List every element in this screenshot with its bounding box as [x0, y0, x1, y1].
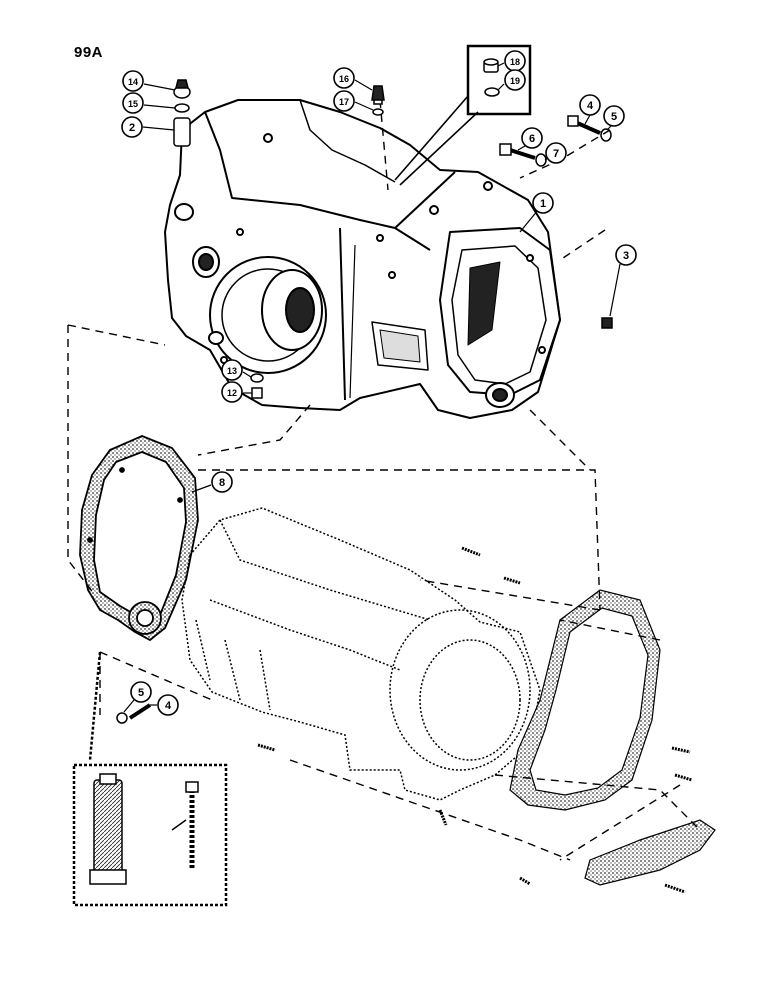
- callout-circle: [121, 116, 143, 138]
- callout-leader: [497, 62, 505, 67]
- callout-c2: 2: [121, 116, 175, 138]
- callout-c13: 13: [221, 359, 252, 381]
- callout-number: 19: [510, 76, 520, 86]
- callout-leader: [242, 371, 252, 378]
- callout-number: 15: [128, 99, 138, 109]
- callout-number: 4: [587, 100, 594, 112]
- transmission-housing: [164, 99, 561, 419]
- callout-c6: 6: [517, 127, 543, 151]
- inset-detail-box-bottom: [72, 651, 228, 907]
- inset-detail-box-top: [394, 44, 532, 186]
- callout-c5b: 5: [123, 681, 152, 713]
- callout-number: 4: [165, 700, 172, 712]
- callout-circle: [504, 69, 526, 91]
- callout-circle: [603, 105, 625, 127]
- callout-c16: 16: [333, 67, 373, 91]
- callout-circle: [521, 127, 543, 149]
- callout-number: 12: [227, 388, 237, 398]
- callout-number: 3: [623, 250, 629, 262]
- callout-leader: [606, 125, 612, 131]
- callout-circle: [333, 67, 355, 89]
- callout-number: 8: [219, 477, 225, 489]
- callout-circle: [221, 381, 243, 403]
- callout-leader: [191, 484, 212, 493]
- callout-number: 16: [339, 74, 349, 84]
- callout-c17: 17: [333, 90, 374, 112]
- page-number-label: 99A: [74, 44, 104, 61]
- callout-c4: 4: [579, 94, 601, 125]
- callout-number: 1: [540, 198, 546, 210]
- callout-leader: [142, 126, 175, 131]
- callout-c1: 1: [519, 192, 554, 233]
- transmission-phantom-outline: [181, 507, 716, 886]
- callout-circle: [333, 90, 355, 112]
- callout-leader: [123, 699, 135, 713]
- callout-leader: [609, 263, 621, 317]
- callout-c15: 15: [122, 92, 176, 114]
- callout-leader: [517, 145, 526, 151]
- callout-number: 18: [510, 57, 520, 67]
- callout-leader: [519, 209, 539, 233]
- callout-leader: [143, 83, 176, 91]
- callout-circle: [545, 142, 567, 164]
- callout-leader: [497, 83, 505, 91]
- callout-number: 2: [129, 122, 135, 134]
- callout-leader: [143, 104, 176, 109]
- callout-number: 6: [529, 133, 535, 145]
- callout-circle: [130, 681, 152, 703]
- housing-gasket: [79, 435, 199, 642]
- callout-c14: 14: [122, 70, 176, 92]
- callout-number: 5: [611, 111, 617, 123]
- callout-c4b: 4: [150, 694, 179, 716]
- callout-leader: [354, 101, 374, 111]
- callout-number: 5: [138, 687, 144, 699]
- callout-number: 17: [339, 97, 349, 107]
- callout-circle: [615, 244, 637, 266]
- callout-c18: 18: [497, 50, 526, 72]
- callout-circle: [579, 94, 601, 116]
- callout-number: 14: [128, 77, 138, 87]
- callout-circle: [122, 92, 144, 114]
- callout-c8: 8: [191, 471, 233, 493]
- hardware-parts: [116, 58, 693, 894]
- callout-c7: 7: [544, 142, 567, 164]
- callout-circle: [157, 694, 179, 716]
- callout-circle: [211, 471, 233, 493]
- callout-leader: [584, 114, 591, 125]
- callout-c19: 19: [497, 69, 526, 91]
- callout-c12: 12: [221, 381, 252, 403]
- callout-number: 7: [553, 148, 559, 160]
- callout-circle: [221, 359, 243, 381]
- callout-circle: [122, 70, 144, 92]
- callout-c5: 5: [603, 105, 625, 131]
- callout-c3: 3: [609, 244, 637, 317]
- callout-leader: [354, 79, 373, 91]
- callout-number: 13: [227, 366, 237, 376]
- callout-circle: [532, 192, 554, 214]
